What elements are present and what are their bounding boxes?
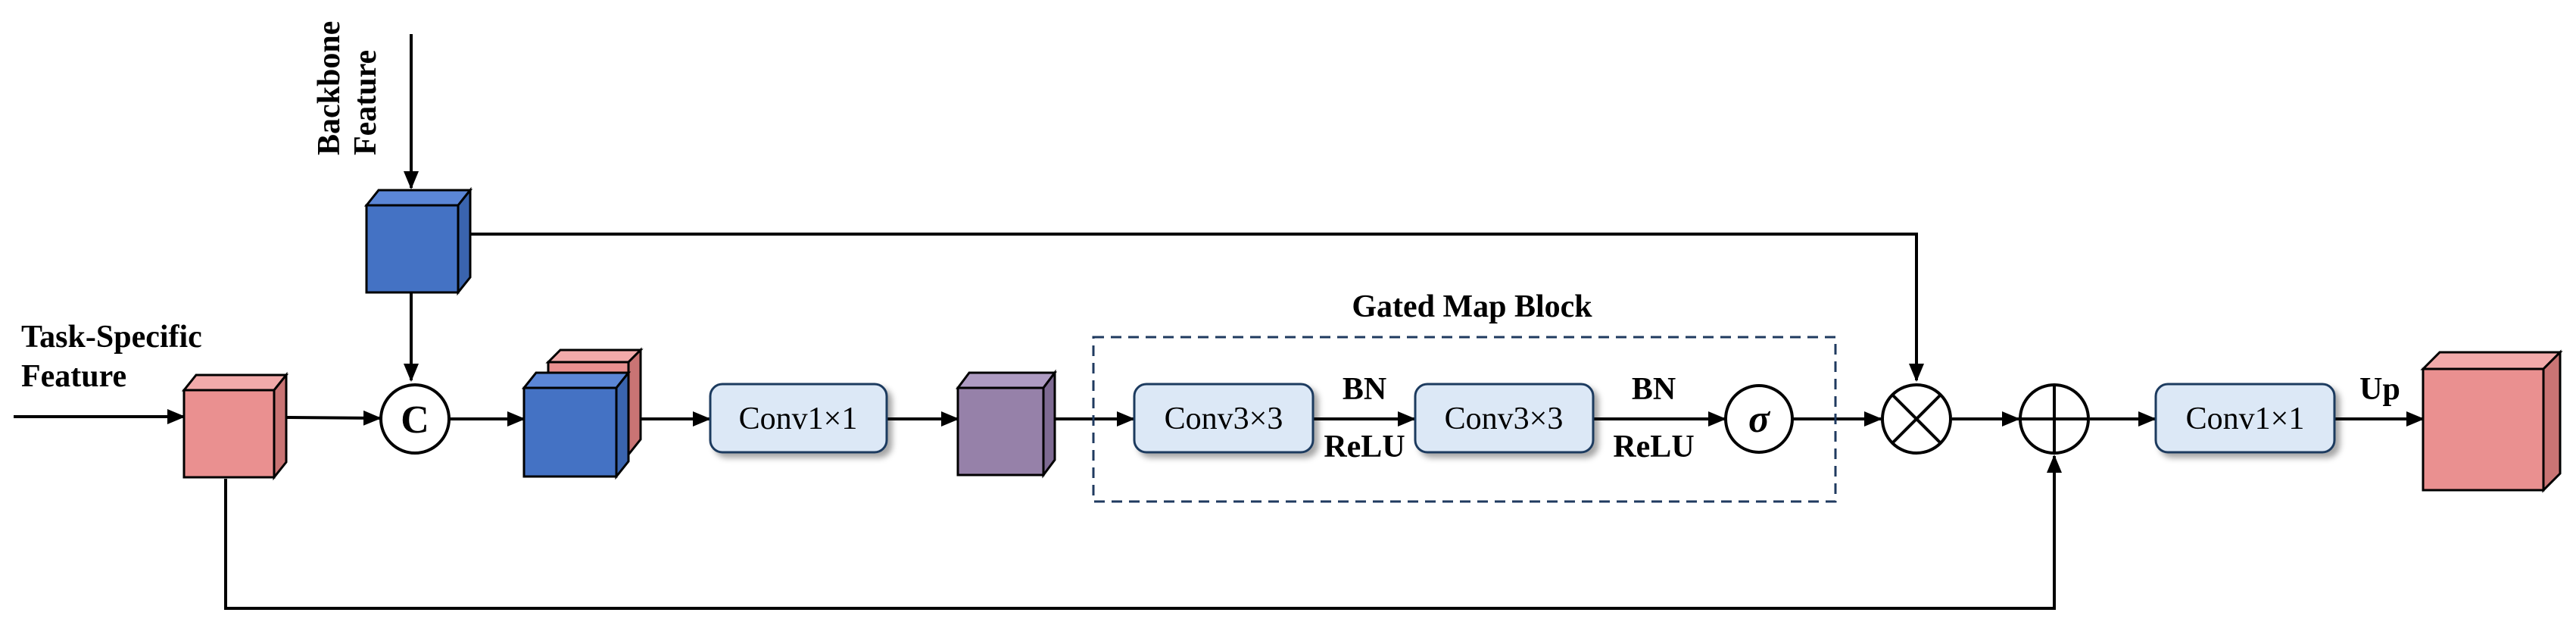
fused-feature-cube [956,369,1057,479]
concatenated-feature-cube [521,347,644,480]
relu-label-1: ReLU [1324,430,1405,464]
relu-label-2: ReLU [1613,430,1694,464]
gated-map-block-title: Gated Map Block [1352,289,1592,324]
bn-label-1: BN [1343,372,1386,407]
arrow-backbone-skip-to-mult [470,233,1924,382]
circled-plus-icon [2019,383,2090,455]
conv1x1-label-first: Conv1×1 [739,402,858,436]
task-feature-cube [181,371,289,481]
task-label-line2: Feature [21,359,126,394]
concat-symbol: C [401,398,429,442]
conv3x3-box-first: Conv3×3 [1133,383,1315,454]
backbone-label-line1: Backbone [312,21,347,155]
conv1x1-box-first: Conv1×1 [709,383,888,454]
connections [14,34,2425,610]
circled-times-icon [1881,383,1952,455]
backbone-feature-cube [363,186,473,296]
sigmoid-symbol: σ [1748,398,1771,441]
arrow-task-to-concat [285,410,382,426]
sigmoid-operator: σ [1724,384,1794,454]
task-label-line1: Task-Specific [21,320,202,355]
gated-map-block-frame [1092,336,1837,503]
conv3x3-box-second: Conv3×3 [1414,383,1595,454]
bn-label-2: BN [1632,372,1676,407]
conv3x3-label-second: Conv3×3 [1445,402,1564,436]
up-label: Up [2359,372,2400,407]
concat-operator: C [379,383,451,455]
backbone-label-line2: Feature [348,50,383,155]
conv3x3-label-first: Conv3×3 [1165,402,1283,436]
arrow-task-skip-to-add [224,455,2062,610]
output-feature-cube [2420,349,2563,493]
conv1x1-box-last: Conv1×1 [2154,383,2336,454]
conv1x1-label-last: Conv1×1 [2186,402,2305,436]
